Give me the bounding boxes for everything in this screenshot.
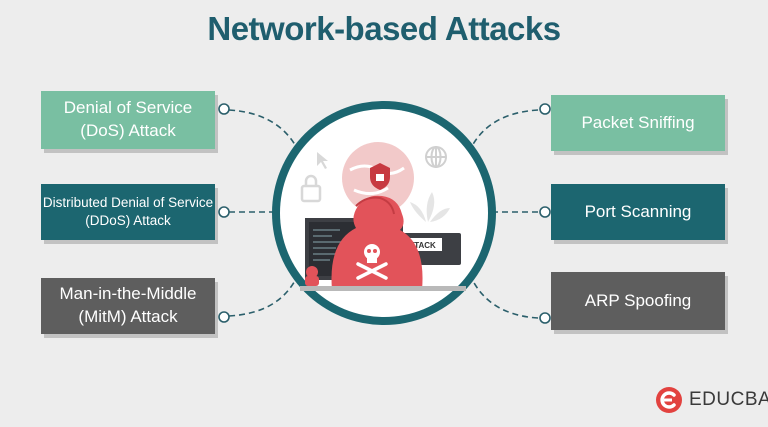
center-illustration: ATTACK	[272, 101, 496, 325]
connector-dot	[539, 103, 551, 115]
plant-icon	[410, 192, 450, 222]
page-title: Network-based Attacks	[207, 10, 561, 47]
lock-icon	[300, 174, 322, 203]
attack-screen-text: ATTACK	[404, 241, 436, 250]
node-label: Packet Sniffing	[581, 112, 695, 132]
connector-dot	[218, 206, 230, 218]
node-label-line1: Distributed Denial of Service	[42, 194, 214, 210]
node-label-line2: (DDoS) Attack	[85, 213, 171, 228]
hacker-figure	[331, 195, 423, 290]
connector-dos	[228, 109, 299, 151]
node-label: Port Scanning	[584, 201, 692, 221]
small-hacker-icon	[305, 266, 319, 286]
cursor-icon	[317, 152, 328, 169]
brand-name: EDUCBA	[689, 389, 768, 410]
connector-dot	[539, 312, 551, 324]
node-packet-sniffing: Packet Sniffing	[551, 95, 725, 151]
skull-icon	[356, 244, 388, 280]
connector-dot	[539, 206, 551, 218]
node-label: ARP Spoofing	[584, 290, 692, 310]
connector-dot	[218, 311, 230, 323]
node-arp-spoofing: ARP Spoofing	[551, 272, 725, 330]
node-label-line2: (MitM) Attack	[78, 307, 178, 326]
node-label-line1: Denial of Service	[63, 98, 193, 118]
node-ddos-attack: Distributed Denial of Service (DDoS) Att…	[41, 184, 215, 240]
brand-logo: EDUCBA	[655, 386, 768, 414]
node-label-line1: Man-in-the-Middle	[59, 284, 197, 304]
globe-outline-icon	[425, 146, 447, 168]
educba-logo-icon	[656, 387, 682, 413]
connector-packet-sniffing	[469, 109, 539, 151]
node-mitm-attack: Man-in-the-Middle (MitM) Attack	[41, 278, 215, 334]
shield-icon	[370, 163, 390, 190]
node-label-line2: (DoS) Attack	[80, 121, 176, 140]
connector-mitm	[228, 274, 299, 317]
node-dos-attack: Denial of Service (DoS) Attack	[41, 91, 215, 149]
node-port-scanning: Port Scanning	[551, 184, 725, 240]
connector-dot	[218, 103, 230, 115]
desk	[300, 286, 466, 291]
connector-arp-spoofing	[469, 274, 539, 319]
skull-eyes	[367, 249, 377, 253]
